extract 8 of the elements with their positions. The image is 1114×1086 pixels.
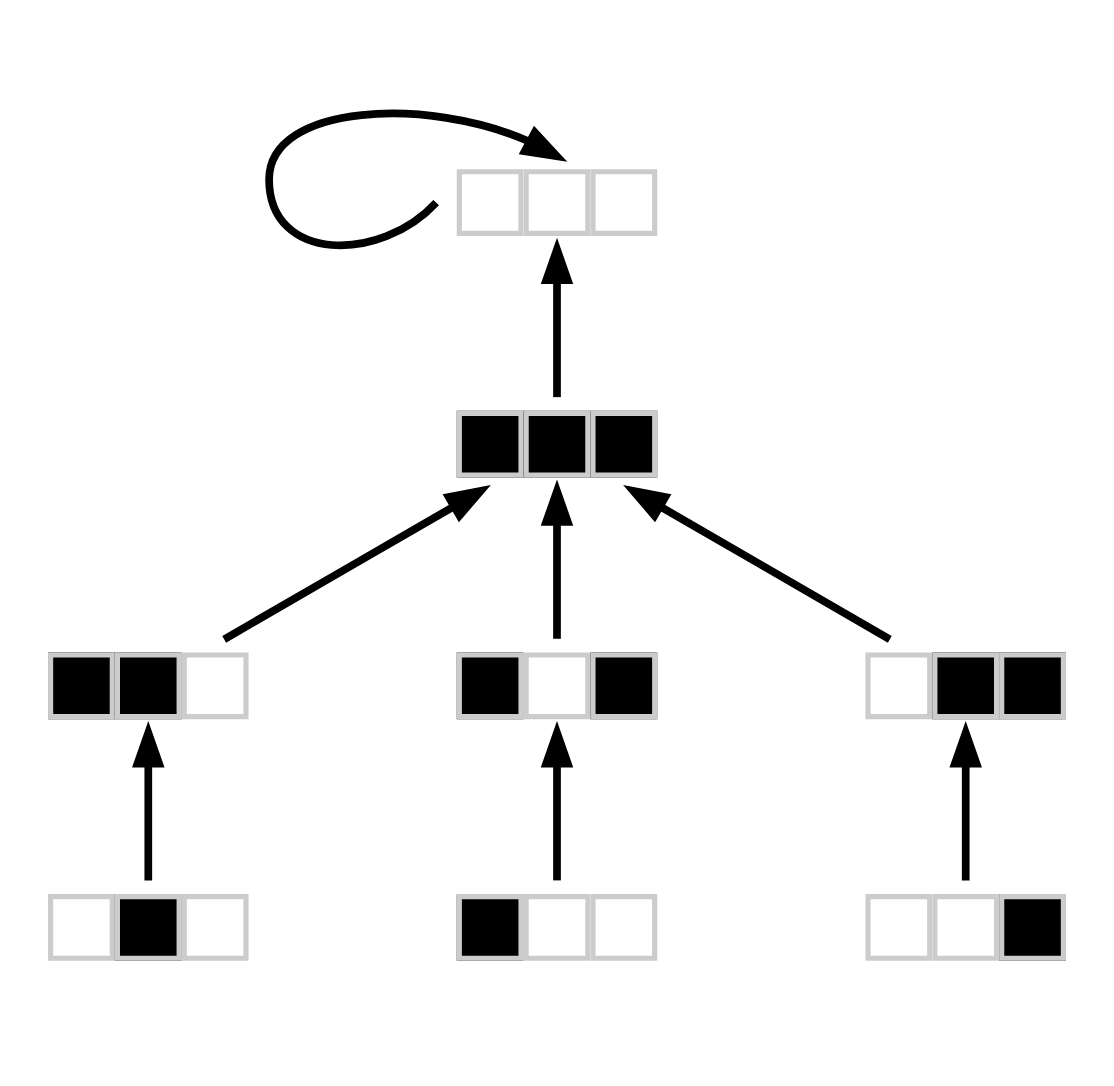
arrow [949, 721, 982, 881]
arrow [222, 485, 491, 643]
arrow [540, 721, 574, 881]
arrow [132, 721, 165, 881]
arrow [623, 485, 892, 643]
arrow [265, 109, 568, 249]
arrow [540, 479, 574, 639]
arrow [540, 237, 574, 398]
